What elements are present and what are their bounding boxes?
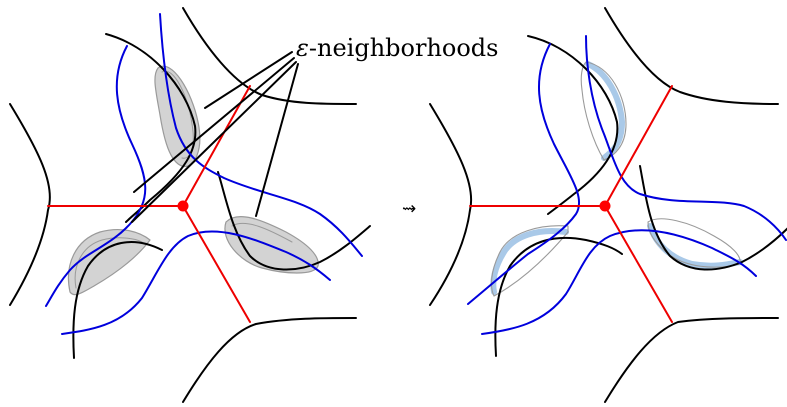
right-black-curve-bottom	[604, 317, 779, 403]
left-black-curve-inner-right	[217, 171, 371, 271]
right-red-vertex	[599, 200, 611, 212]
left-black-curve-inner-bottom	[72, 241, 163, 359]
right-red-edge-down	[604, 205, 673, 323]
left-red-vertex	[177, 200, 189, 212]
right-neighborhood-top	[580, 61, 627, 161]
left-neighborhood-top	[154, 65, 201, 168]
left-black-curve-left	[9, 103, 51, 306]
right-blue-curve-c	[481, 229, 757, 335]
right-band-top	[585, 61, 625, 161]
right-black-curve-inner-right	[639, 165, 787, 271]
annotation-label: ε-neighborhoods	[296, 34, 498, 62]
right-black-curve-inner-top	[527, 35, 619, 215]
right-red-edge-up	[604, 85, 673, 207]
right-blue-curve-b	[585, 35, 787, 241]
left-black-curve-bottom	[182, 317, 357, 403]
left-blue-curve-b	[159, 13, 363, 257]
left-blue-curve-c	[61, 230, 331, 335]
left-neighborhood-bottom-inner	[74, 237, 143, 289]
right-black-curve-top	[604, 7, 779, 105]
transition-arrow: ⇝	[402, 199, 416, 219]
left-red-edge-down	[182, 205, 251, 323]
left-blue-curve-a	[45, 45, 147, 307]
right-panel	[429, 7, 787, 403]
left-neighborhood-right	[224, 215, 319, 274]
left-neighborhood-right-inner	[231, 222, 293, 243]
annotation-suffix: -neighborhoods	[309, 34, 499, 62]
right-neighborhood-left	[490, 225, 569, 297]
right-black-curve-left	[429, 103, 473, 306]
leader-line-3	[131, 61, 297, 223]
epsilon-symbol: ε	[296, 34, 309, 62]
leader-line-1	[204, 51, 293, 109]
left-neighborhood-bottom	[68, 228, 151, 296]
leader-line-2	[133, 57, 295, 193]
left-red-edge-up	[182, 85, 251, 207]
right-blue-curve-a	[467, 43, 581, 305]
right-band-left	[490, 228, 569, 295]
right-band-right	[647, 223, 743, 269]
left-panel	[9, 7, 371, 403]
right-black-curve-inner-bottom	[494, 236, 623, 357]
leader-line-4	[255, 63, 299, 217]
